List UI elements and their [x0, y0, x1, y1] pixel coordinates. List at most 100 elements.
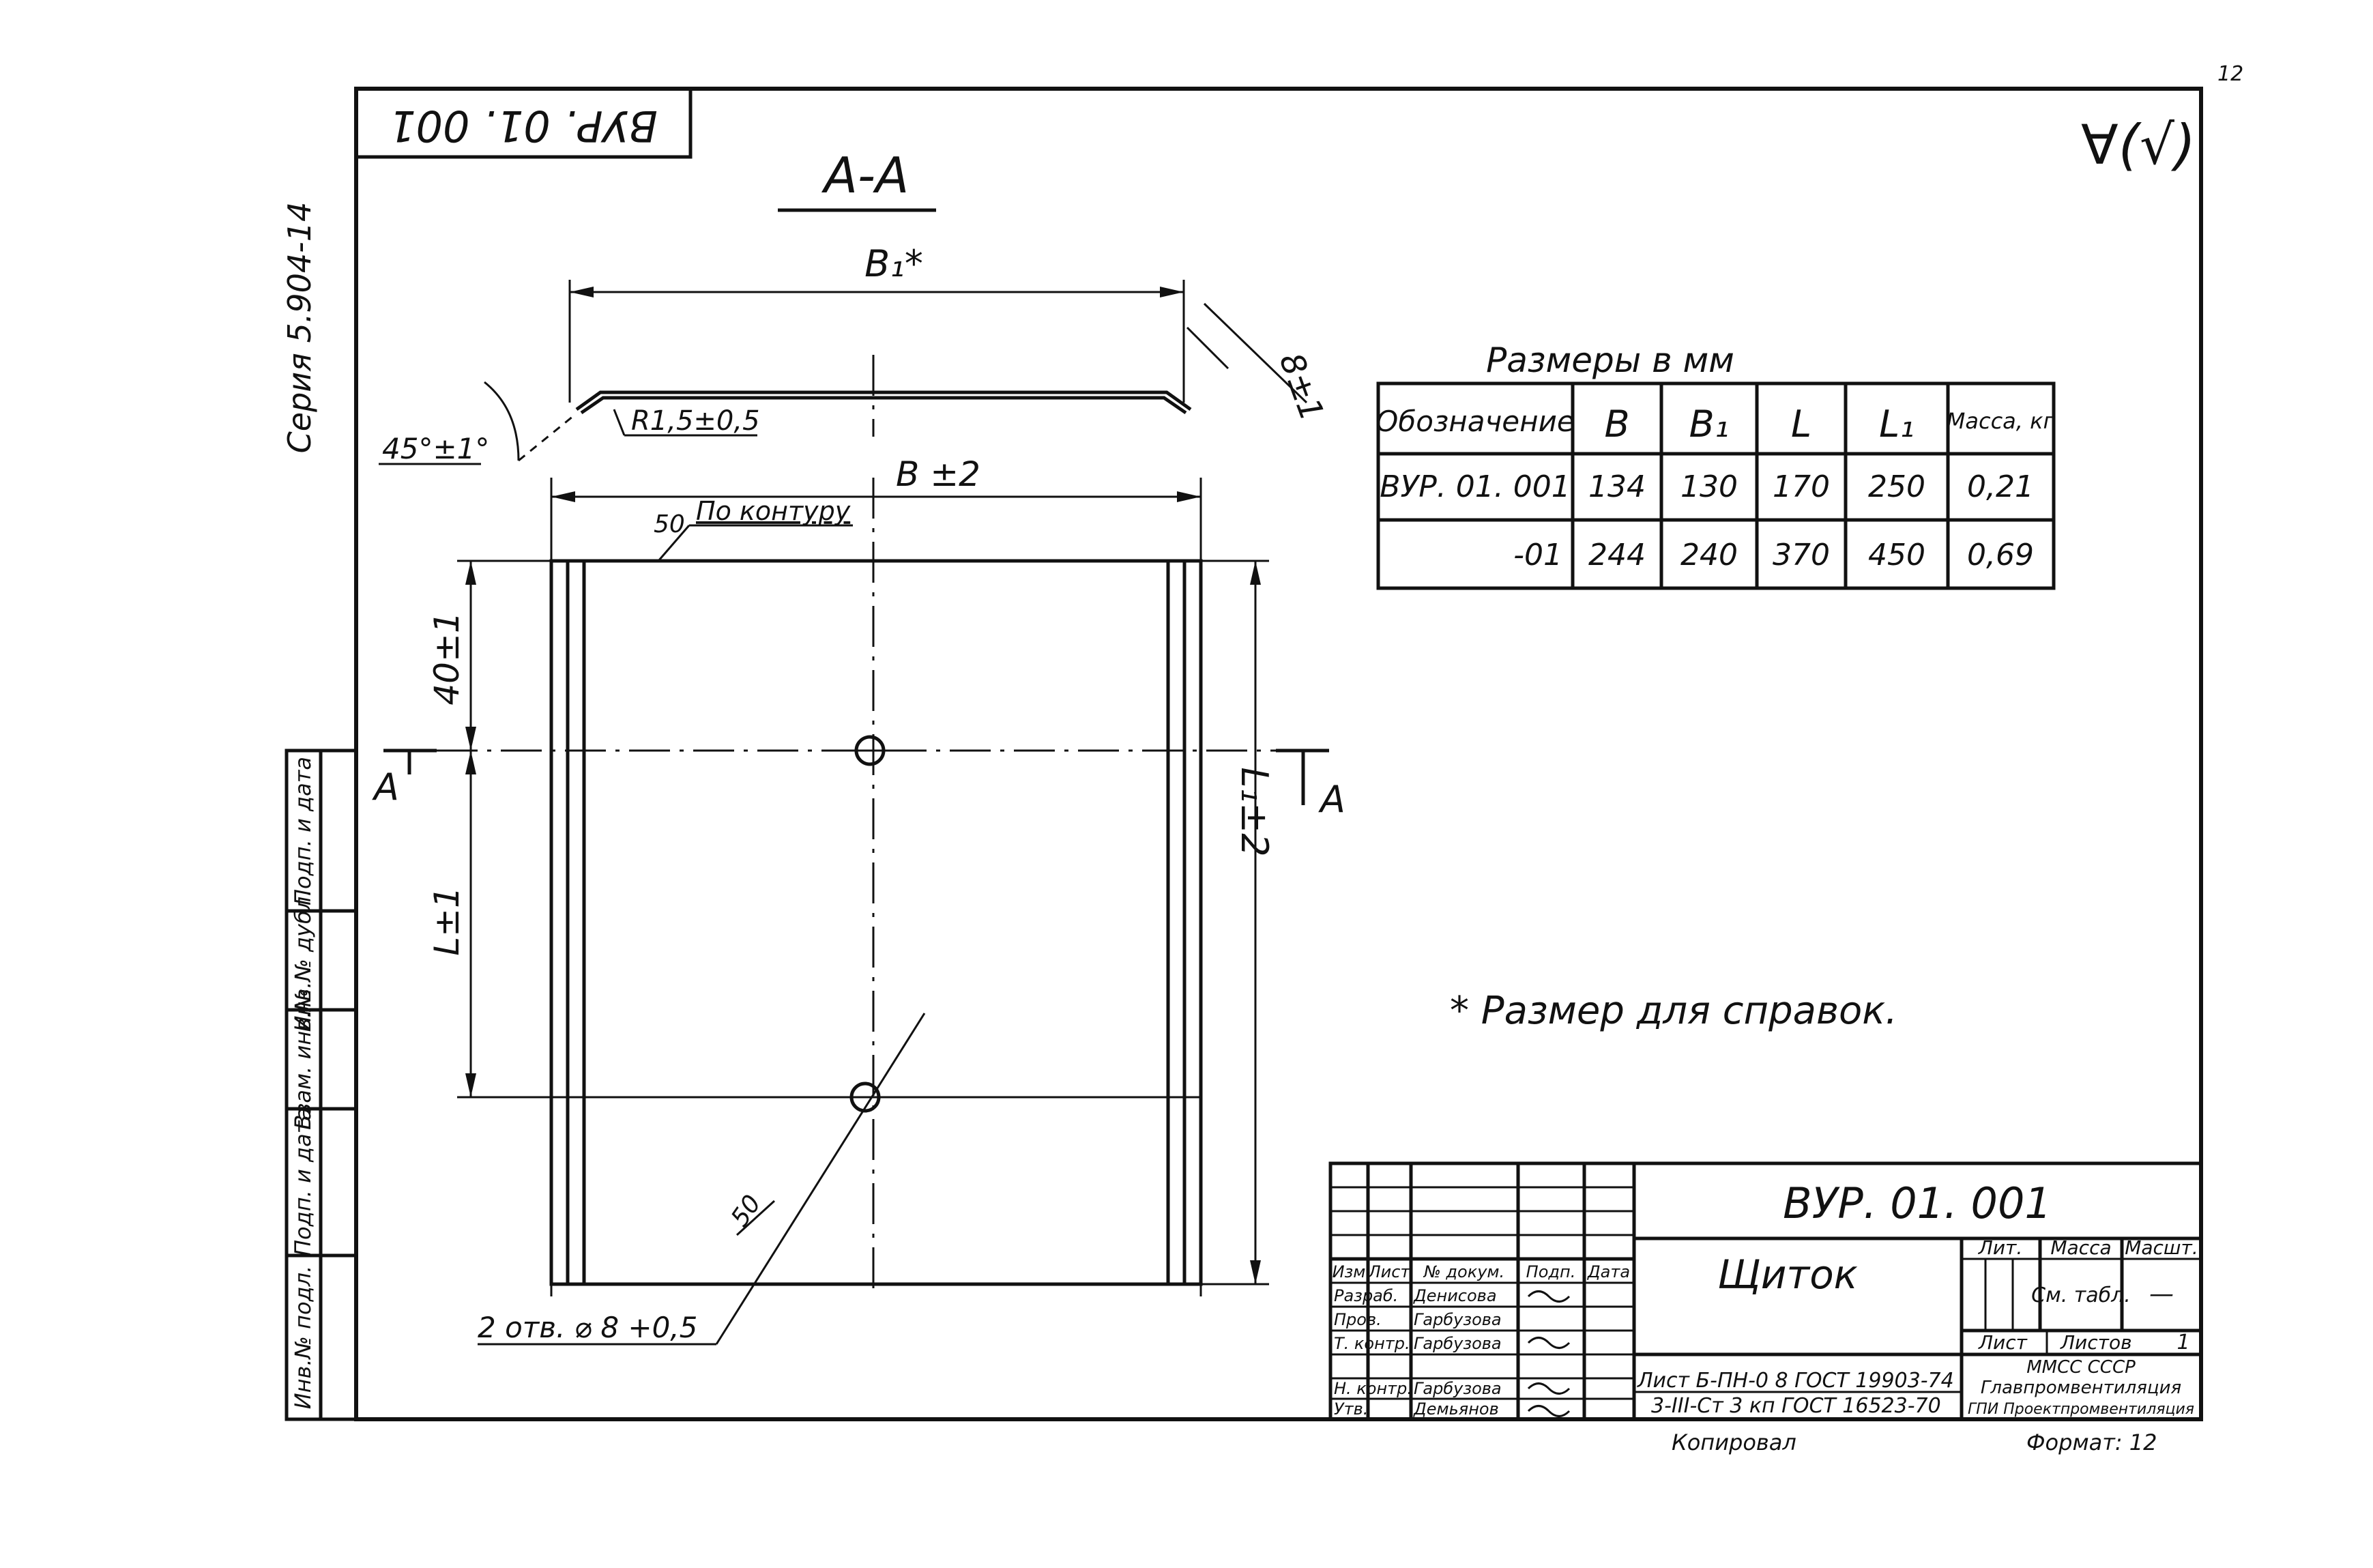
angle-ext — [518, 415, 574, 462]
reference-note: * Размер для справок. — [1450, 989, 1897, 1033]
rdim-arrow-2 — [1250, 1260, 1261, 1284]
dim-arrow-2 — [465, 727, 476, 751]
tb-scale-value: — — [2149, 1280, 2174, 1308]
arrow-right — [1160, 287, 1184, 297]
section-marker-right: А — [1318, 778, 1345, 821]
tb-role-checker: Пров. — [1334, 1310, 1382, 1329]
table-cell-r1-designation: ВУР. 01. 001 — [1380, 469, 1570, 504]
signature-1 — [1527, 1290, 1571, 1303]
table-cell-r2-b1: 240 — [1680, 538, 1738, 572]
angle-arc — [484, 381, 520, 461]
tb-header-doc: № докум. — [1423, 1262, 1504, 1281]
hole-leader-1 — [715, 1013, 926, 1345]
tb-name-tech-control: Гарбузова — [1414, 1334, 1502, 1353]
signature-4 — [1527, 1405, 1571, 1417]
tb-name-norm-control: Гарбузова — [1414, 1379, 1502, 1398]
paper-format: Формат: 12 — [2026, 1429, 2157, 1455]
table-frame — [1376, 381, 2056, 590]
table-cell-r2-mass: 0,69 — [1967, 538, 2034, 572]
b1-dimension: В₁* — [864, 242, 923, 285]
tb-designation: ВУР. 01. 001 — [1783, 1178, 2052, 1228]
tb-material-1: Лист Б-ПН-0 8 ГОСТ 19903-74 — [1637, 1369, 1954, 1393]
table-header-l: L — [1791, 403, 1811, 446]
section-marker-left: А — [372, 766, 399, 809]
upside-down-designation: ВУР. 01. 001 — [389, 101, 658, 151]
plan-view: В ±2 50 По контуру А А 40±1 L±1 — [372, 454, 1345, 1346]
roughness-mark: ∀(√) — [2081, 113, 2196, 177]
side-stamp-sign-date-1: Подп. и дата — [290, 1107, 316, 1256]
plate-outline — [549, 559, 1203, 1286]
profile-bottom — [580, 396, 1187, 415]
table-cell-r1-l: 170 — [1773, 469, 1830, 504]
bend-dimension-line — [1203, 302, 1308, 404]
side-stamp-replaced-inv: Взам. инв.№ — [290, 988, 316, 1129]
table-header-mass: Масса, кг — [1947, 408, 2055, 434]
table-cell-r2-b: 244 — [1588, 538, 1646, 572]
tb-org-3: ГПИ Проектпромвентиляция — [1968, 1401, 2194, 1418]
tb-org-1: ММСС СССР — [2026, 1357, 2136, 1378]
top-offset-dimension: 40±1 — [427, 611, 467, 705]
b-arrow-left — [551, 491, 575, 502]
table-header-l1: L₁ — [1879, 403, 1915, 446]
b-dimension: В ±2 — [896, 454, 980, 494]
tb-name-approved: Демьянов — [1413, 1399, 1499, 1419]
holes-dimension: 2 отв. ⌀ 8 +0,5 — [478, 1311, 697, 1344]
table-title: Размеры в мм — [1486, 340, 1734, 380]
profile-top — [575, 390, 1192, 411]
dim-arrow-1 — [465, 561, 476, 585]
copied-by: Копировал — [1672, 1429, 1796, 1455]
hole-roughness-mark — [736, 1200, 776, 1236]
tb-header-sheet: Лист — [1368, 1262, 1411, 1281]
tb-org-2: Главпромвентиляция — [1981, 1378, 2181, 1398]
tb-name-developer: Денисова — [1413, 1286, 1497, 1305]
signature-3 — [1527, 1382, 1571, 1395]
contour-roughness: 50 — [654, 510, 685, 538]
bend-radius-dimension: R1,5±0,5 — [631, 405, 760, 437]
radius-leader — [613, 409, 626, 436]
rdim-arrow-1 — [1250, 561, 1261, 585]
angle-dimension: 45°±1° — [382, 432, 489, 465]
tb-role-developer: Разраб. — [1334, 1286, 1398, 1305]
l-dimension: L±1 — [427, 886, 467, 956]
tb-sheets-value: 1 — [2177, 1331, 2189, 1354]
title-block: Изм Лист № докум. Подп. Дата Разраб. Ден… — [1328, 1161, 2203, 1421]
bend-height-dimension: 8±1 — [1272, 348, 1331, 426]
roughness-leader — [657, 525, 690, 562]
tb-lit-label: Лит. — [1978, 1236, 2022, 1259]
table-cell-r1-b1: 130 — [1680, 469, 1738, 504]
tb-part-name: Щиток — [1717, 1251, 1857, 1298]
table-header-designation: Обозначение — [1375, 405, 1574, 438]
hole-roughness: 50 — [726, 1190, 767, 1232]
contour-label: По контуру — [696, 496, 851, 526]
dim-arrow-3 — [465, 751, 476, 774]
table-header-b1: В₁ — [1689, 403, 1730, 446]
signature-2 — [1527, 1337, 1571, 1349]
tb-scale-label: Масшт. — [2125, 1236, 2198, 1259]
side-stamp-sign-date-2: Подп. и дата — [290, 757, 316, 905]
tb-header-change: Изм — [1333, 1262, 1366, 1281]
side-stamp-inv-original: Инв.№ подл. — [290, 1266, 316, 1410]
dimensions-table: Размеры в мм Обозначение В В₁ L L₁ Масса… — [1375, 340, 2056, 590]
title-block-frame — [1328, 1161, 2203, 1421]
tb-role-norm-control: Н. контр. — [1334, 1379, 1412, 1398]
table-cell-r2-l1: 450 — [1868, 538, 1925, 572]
table-header-b: В — [1604, 403, 1629, 446]
arrow-left — [570, 287, 594, 297]
table-cell-r1-b: 134 — [1588, 469, 1646, 504]
table-cell-r1-l1: 250 — [1868, 469, 1925, 504]
upside-down-designation-box — [354, 87, 693, 159]
series-label: Серия 5.904-14 — [281, 202, 318, 454]
side-stamp-inv-duplicate: Инв.№ дубл. — [290, 890, 316, 1032]
sheet-number: 12 — [2217, 62, 2243, 86]
tb-sheet-label: Лист — [1978, 1331, 2028, 1354]
hole-lower — [849, 1081, 881, 1113]
b-arrow-right — [1177, 491, 1201, 502]
table-cell-r2-designation: -01 — [1513, 538, 1562, 572]
section-view: В₁* 8±1 R1,5±0,5 45°±1° — [379, 242, 1331, 465]
tb-header-date: Дата — [1587, 1262, 1630, 1281]
table-cell-r2-l: 370 — [1773, 538, 1830, 572]
table-cell-r1-mass: 0,21 — [1967, 469, 2034, 504]
tb-role-approved: Утв. — [1334, 1399, 1368, 1419]
tb-role-tech-control: Т. контр. — [1334, 1334, 1410, 1353]
